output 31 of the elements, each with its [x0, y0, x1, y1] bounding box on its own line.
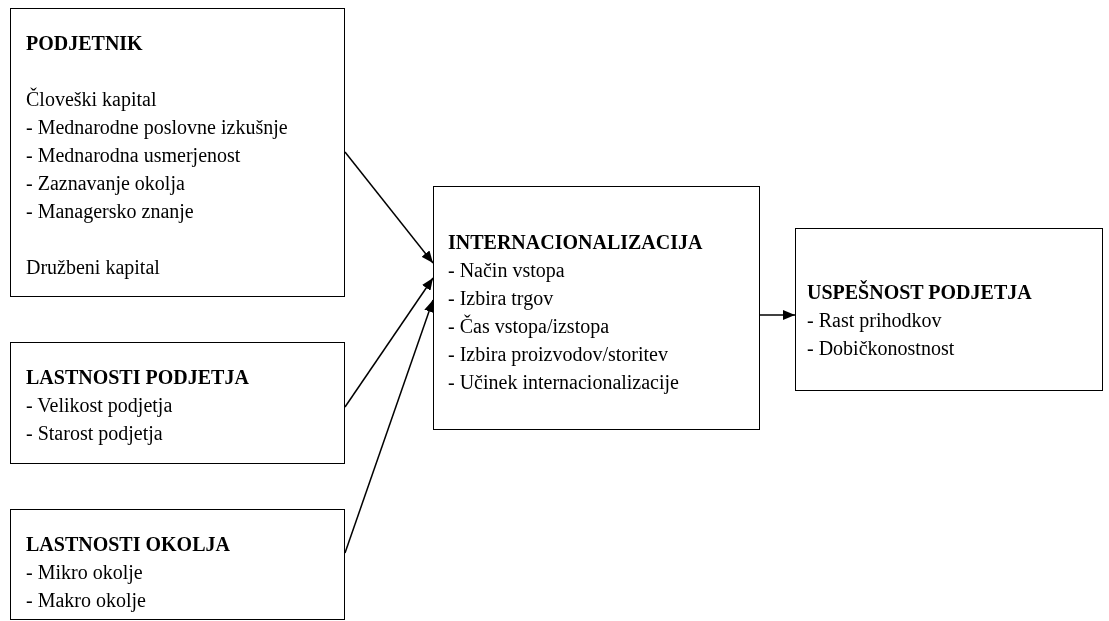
list-item: - Starost podjetja [26, 421, 163, 447]
list-item: - Dobičkonostnost [807, 336, 955, 361]
list-item: - Rast prihodkov [807, 308, 942, 334]
text-box [10, 8, 345, 297]
arrow [344, 151, 434, 264]
list-item: - Učinek internacionalizacije [448, 370, 679, 396]
list-item: - Izbira proizvodov/storitev [448, 342, 668, 368]
box-heading: LASTNOSTI OKOLJA [26, 532, 230, 557]
text-box [10, 342, 345, 464]
list-item: - Mednarodna usmerjenost [26, 143, 241, 169]
text-box [433, 186, 760, 430]
list-item: - Managersko znanje [26, 199, 194, 225]
list-item: - Zaznavanje okolja [26, 171, 185, 197]
arrow [344, 277, 434, 408]
arrow [759, 310, 796, 320]
list-item: - Velikost podjetja [26, 393, 173, 419]
list-item: - Mednarodne poslovne izkušnje [26, 115, 288, 141]
box-heading: INTERNACIONALIZACIJA [448, 230, 703, 255]
arrow [344, 299, 434, 554]
text-box [795, 228, 1103, 391]
list-item: - Izbira trgov [448, 286, 554, 312]
list-item: - Mikro okolje [26, 560, 143, 586]
list-item: - Makro okolje [26, 588, 146, 614]
list-item: Človeški kapital [26, 86, 157, 113]
box-heading: USPEŠNOST PODJETJA [807, 279, 1032, 305]
list-item: Družbeni kapital [26, 255, 160, 281]
list-item: - Čas vstopa/izstopa [448, 313, 610, 340]
box-heading: PODJETNIK [26, 31, 143, 56]
box-heading: LASTNOSTI PODJETJA [26, 365, 249, 390]
text-box [10, 509, 345, 620]
list-item: - Način vstopa [448, 258, 565, 284]
